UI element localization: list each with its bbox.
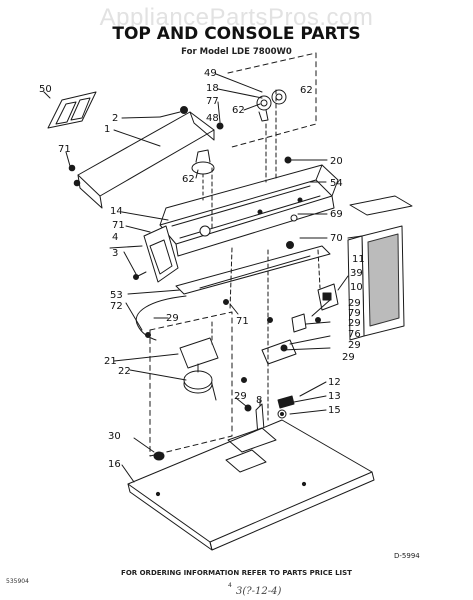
page-title: TOP AND CONSOLE PARTS [112, 24, 361, 44]
callout: 71 [112, 220, 125, 231]
callout: 11 [352, 254, 365, 265]
callout: 53 [110, 290, 123, 301]
callout: 29 [234, 391, 247, 402]
callout: 15 [328, 405, 341, 416]
part-4-end-bracket [133, 225, 179, 283]
callout: 14 [110, 206, 123, 217]
callout: 10 [350, 282, 363, 293]
callout: 71 [236, 316, 249, 327]
callout: 29 [348, 298, 361, 309]
part-39-switch [317, 283, 339, 311]
callout: 13 [328, 391, 341, 402]
callout: 62 [300, 85, 313, 96]
callout: 70 [330, 233, 343, 244]
callout: 54 [330, 178, 343, 189]
callout: 29 [348, 318, 361, 329]
callout: 76 [348, 329, 361, 340]
callout: 21 [104, 356, 117, 367]
part-53-front-rail [175, 245, 331, 295]
part-62-knob-left [191, 149, 215, 201]
callout: 16 [108, 459, 121, 470]
model-label: For Model LDE 7800W0 [181, 47, 292, 57]
part-54-main-console [159, 164, 339, 257]
callout: 12 [328, 377, 341, 388]
ordering-note: FOR ORDERING INFORMATION REFER TO PARTS … [121, 569, 352, 577]
part-50-bezel-plate [47, 91, 97, 129]
callout: 50 [39, 84, 52, 95]
part-1-console-back [77, 111, 215, 209]
part-16-top-panel [127, 419, 375, 551]
diagram-code: D-5994 [394, 552, 420, 560]
callout: 49 [204, 68, 217, 79]
callout: 29 [348, 340, 361, 351]
callout: 69 [330, 209, 343, 220]
callout: 8 [256, 395, 262, 406]
part-11-lint-filter [347, 195, 413, 341]
callout: 18 [206, 83, 219, 94]
callout: 62 [232, 105, 245, 116]
watermark: AppliancePartsPros.com [99, 4, 374, 31]
part-62-knobs-upper [256, 89, 287, 122]
callout: 39 [350, 268, 363, 279]
callout: 29 [342, 352, 355, 363]
callout: 62 [182, 174, 195, 185]
footer-code: 535904 [6, 578, 29, 585]
callout: 77 [206, 96, 219, 107]
handwritten-note: 3(?-12-4) [236, 586, 282, 597]
callout: 1 [104, 124, 110, 135]
callout: 71 [58, 144, 71, 155]
part-2-screw [159, 106, 188, 118]
callout: 4 [112, 232, 118, 243]
callout: 48 [206, 113, 219, 124]
callout: 72 [110, 301, 123, 312]
callout: 22 [118, 366, 131, 377]
callout: 20 [330, 156, 343, 167]
part-21-timer-motor [179, 337, 219, 401]
callout-labels: 50 2 1 71 49 18 77 48 62 62 62 20 54 14 … [39, 68, 365, 470]
page-number: 4 [228, 582, 232, 589]
callout: 29 [166, 313, 179, 324]
callout: 79 [348, 308, 361, 319]
callout: 30 [108, 431, 121, 442]
callout: 2 [112, 113, 118, 124]
part-71-screws [68, 164, 81, 187]
callout: 3 [112, 248, 118, 259]
